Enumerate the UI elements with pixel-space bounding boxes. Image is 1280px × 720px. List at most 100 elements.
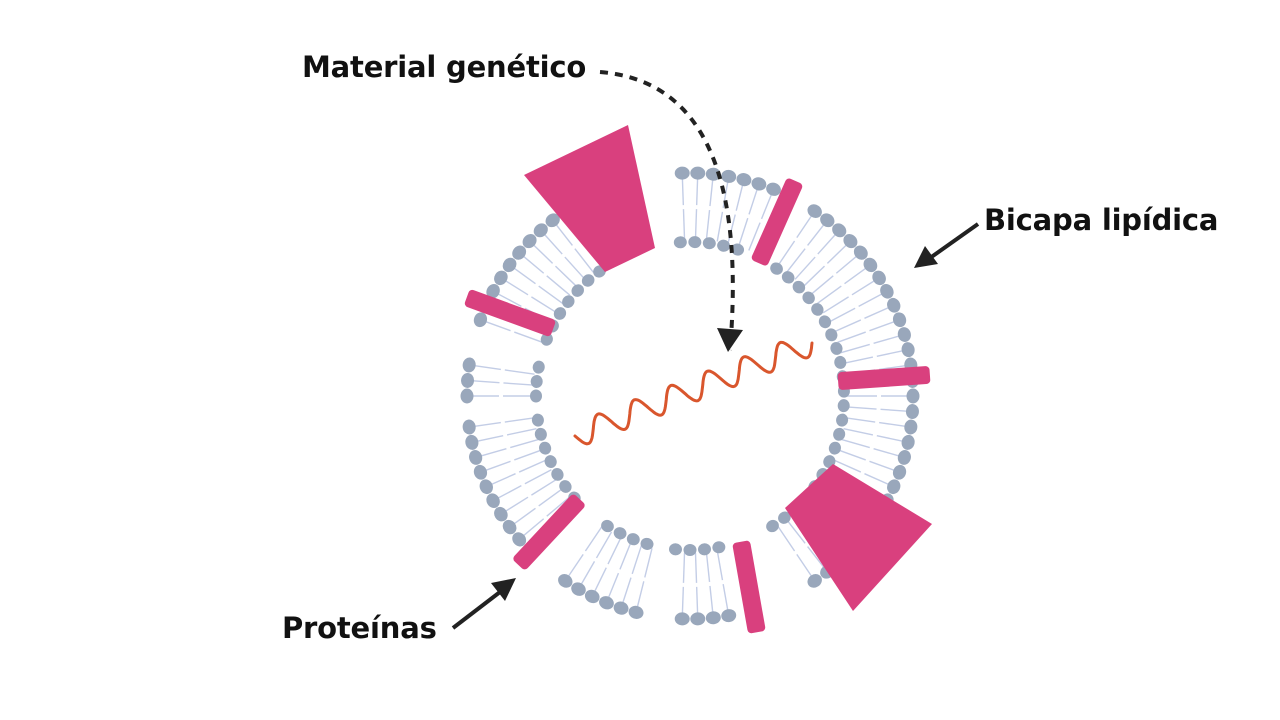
genetic-material-arrowhead (717, 328, 743, 352)
lipid-head (807, 204, 822, 218)
lipid-head (558, 574, 573, 588)
lipid-tail (777, 525, 796, 552)
lipid-head (887, 479, 901, 495)
lipid-tail (873, 334, 903, 345)
lipid-tail (709, 585, 714, 616)
lipid-tail (695, 175, 699, 206)
lipid-tail (869, 319, 898, 332)
lipid-head (778, 511, 791, 524)
lipid-head (473, 312, 488, 328)
lipid-head (494, 506, 508, 522)
lipid-head (836, 413, 849, 427)
lipid-head (613, 601, 629, 615)
lipid-head (833, 427, 846, 441)
lipid-head (486, 284, 500, 299)
lipid-head (640, 537, 654, 550)
lipid-tail (530, 241, 554, 264)
lipid-head (872, 270, 886, 286)
lipid-tail (802, 265, 826, 288)
lipid-head (853, 245, 868, 260)
lipid-tail (843, 427, 874, 436)
lipid-head (901, 342, 915, 358)
lipid-bilayer-ring (460, 166, 920, 626)
lipid-head (731, 243, 745, 256)
lipid-tail (510, 507, 536, 527)
lipid-tail (716, 211, 724, 242)
lipid-tail (504, 369, 535, 375)
lipid-tail (506, 427, 537, 436)
lipid-tail (816, 285, 842, 305)
lipid-head (553, 307, 567, 320)
lipid-tail (546, 496, 571, 517)
lipid-head (705, 611, 721, 625)
lipid-tail (538, 487, 564, 507)
lipid-head (697, 543, 711, 556)
lipid-head (818, 315, 832, 329)
lipid-tail (796, 212, 815, 239)
lipid-tail (880, 408, 911, 413)
bilayer-arrow (928, 222, 980, 260)
lipid-tail (809, 275, 834, 296)
lipid-tail (737, 217, 749, 247)
lipid-head (544, 455, 557, 468)
lipid-tail (482, 319, 511, 332)
lipid-tail (595, 531, 613, 559)
lipid-tail (694, 209, 698, 240)
lipid-tail (592, 567, 607, 595)
lipid-tail (760, 190, 774, 220)
lipid-head (751, 177, 767, 191)
bar-protein (837, 366, 931, 390)
lipid-head (766, 519, 779, 533)
lipid-tail (494, 485, 522, 501)
lipid-head (705, 167, 721, 181)
lipid-tail (504, 417, 535, 423)
lipid-tail (538, 285, 564, 305)
lipid-tail (635, 581, 645, 611)
lipid-head (628, 605, 644, 619)
lipid-head (462, 357, 476, 373)
lipid-tail (606, 572, 620, 602)
lipid-head (532, 360, 545, 374)
lipid-head (674, 612, 690, 626)
lipid-tail (520, 518, 545, 539)
lipid-tail (786, 248, 806, 273)
proteins-label: Proteínas (282, 611, 437, 645)
lipid-tail (807, 546, 827, 571)
lipid-tail (869, 460, 898, 473)
lipid-tail (826, 241, 850, 264)
lipid-head (460, 388, 474, 404)
lipid-tail (844, 265, 870, 285)
lipid-head (599, 596, 614, 610)
lipid-tail (584, 525, 603, 552)
proteins-arrowhead (491, 578, 516, 601)
lipid-tail (748, 185, 759, 215)
lipid-head (781, 271, 795, 284)
lipid-tail (681, 175, 685, 206)
lipid-head (690, 612, 706, 626)
lipid-tail (644, 548, 653, 578)
lipid-head (469, 450, 483, 465)
lipid-tail (682, 552, 686, 583)
lipid-tail (851, 278, 878, 296)
lipid-tail (822, 296, 849, 314)
lipid-tail (858, 291, 886, 307)
lipid-head (830, 341, 843, 355)
lipid-head (551, 468, 564, 481)
lipid-tail (502, 278, 529, 296)
lipid-tail (471, 421, 501, 428)
lipid-head (717, 239, 731, 252)
lipid-tail (607, 536, 622, 565)
lipid-tail (786, 519, 806, 544)
lipid-tail (574, 248, 594, 273)
bilayer-arrowhead (914, 246, 938, 268)
bar-protein (732, 540, 766, 634)
lipid-head (473, 464, 488, 480)
lipid-head (531, 413, 544, 427)
lipid-tail (833, 319, 862, 333)
lipid-tail (840, 343, 870, 354)
lipid-head (807, 574, 822, 588)
lipid-tail (796, 553, 815, 580)
lipid-head (904, 419, 918, 435)
lipid-tail (794, 256, 816, 280)
